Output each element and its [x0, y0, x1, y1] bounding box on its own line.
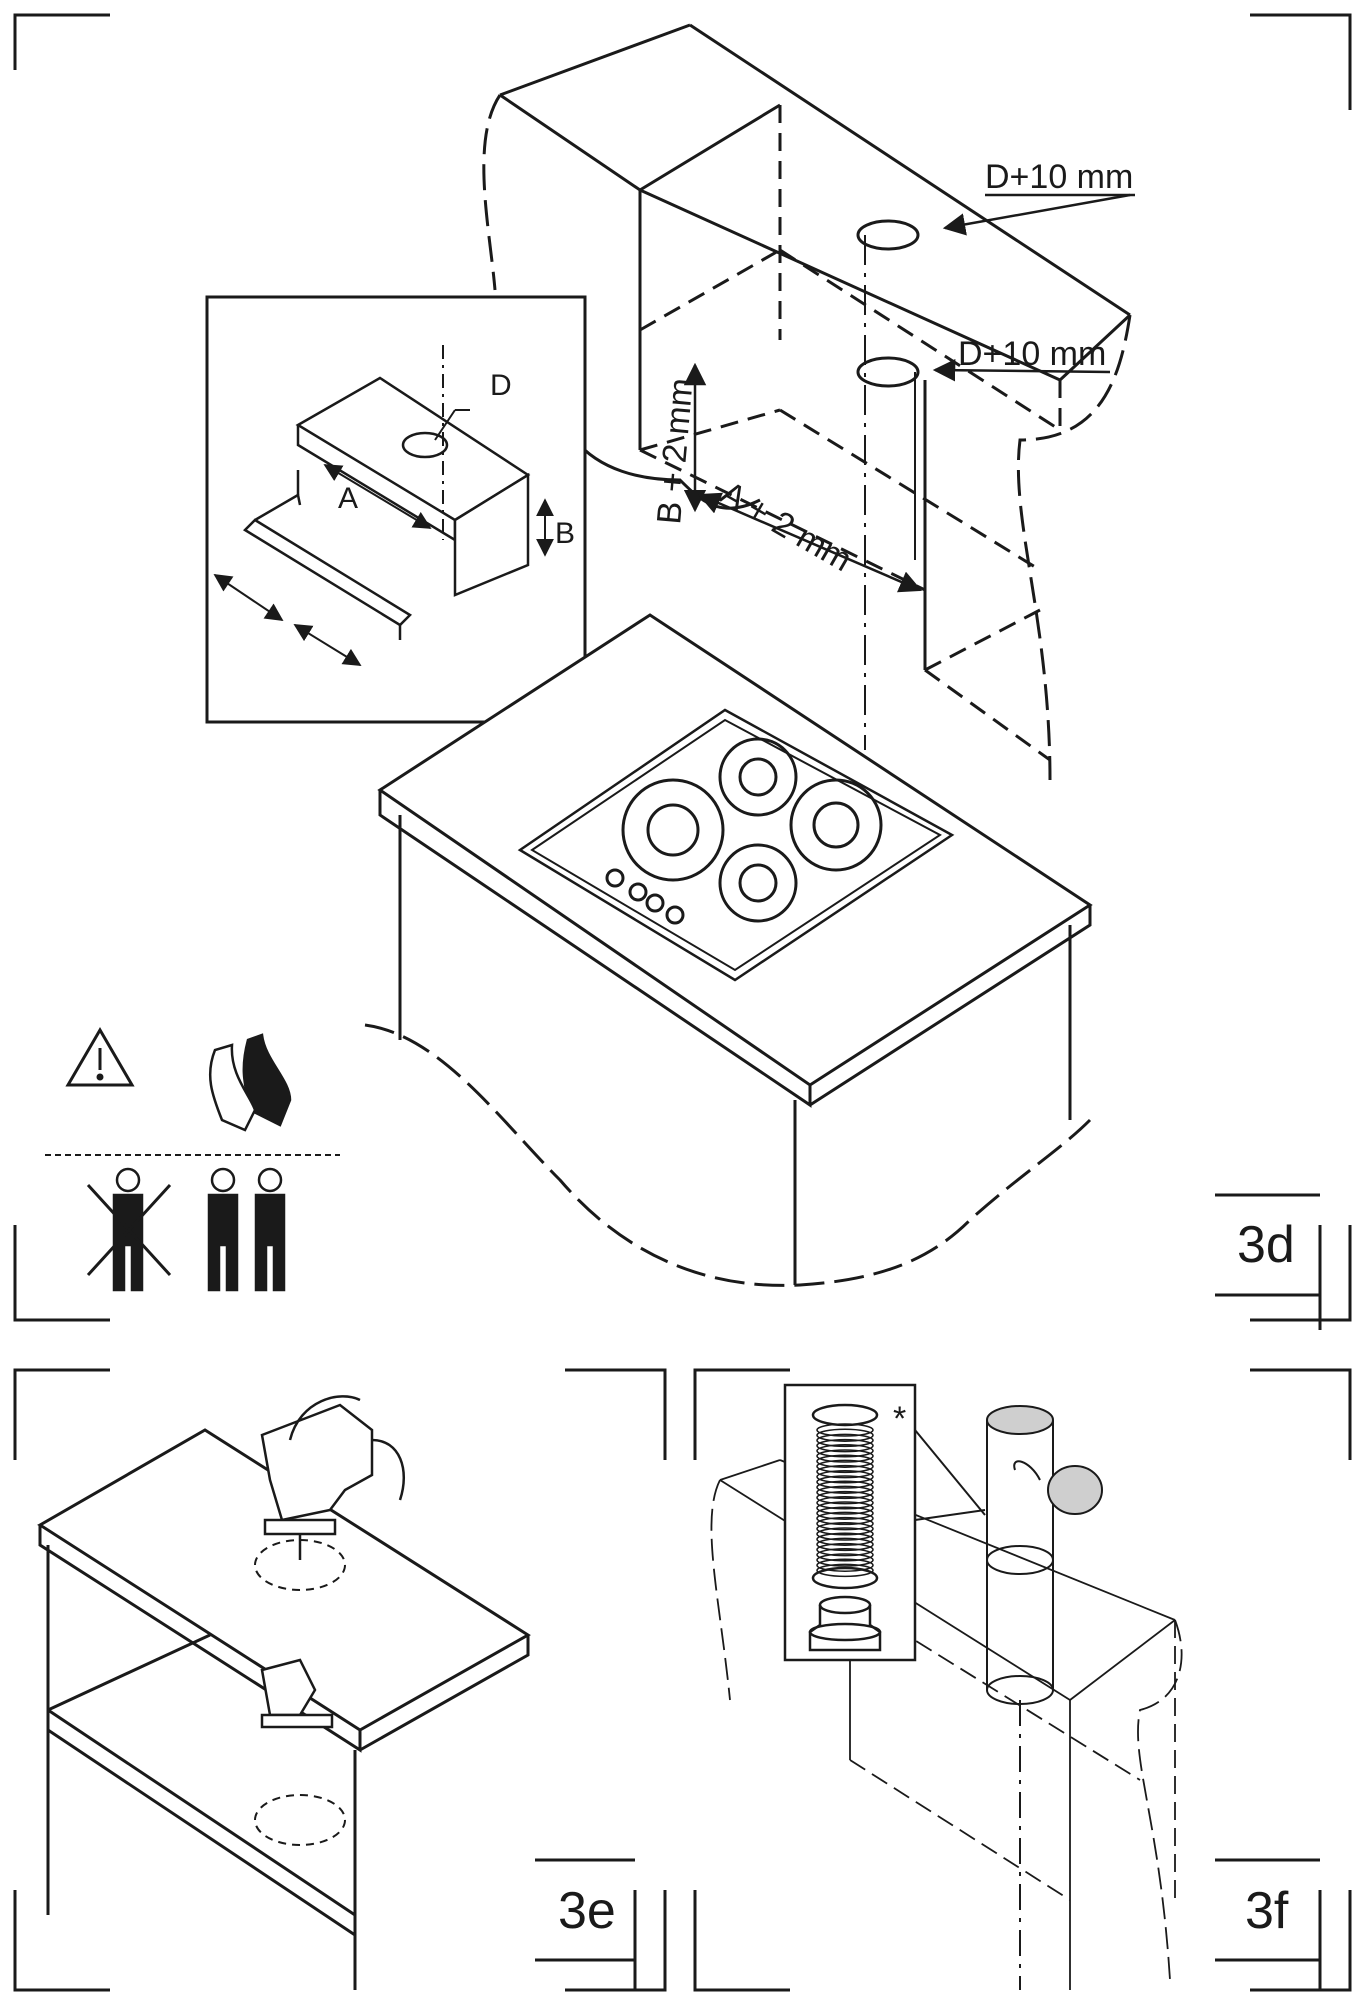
duct-ring — [816, 1522, 874, 1536]
duct-ring — [816, 1542, 874, 1557]
corner-marks-3d — [13, 13, 1352, 1322]
duct-ring — [816, 1558, 874, 1572]
duct-ring — [816, 1511, 874, 1526]
two-installers-icon — [207, 1167, 286, 1292]
duct-ring — [816, 1428, 874, 1442]
detail-label-b: B — [555, 517, 575, 550]
kit-marker: * — [893, 1400, 906, 1438]
dimension-width: A + 2 mm — [714, 474, 858, 579]
duct-ring — [816, 1490, 874, 1505]
warning-icon — [65, 1027, 135, 1087]
duct-adapter-icon — [808, 1595, 882, 1652]
duct-ring — [816, 1553, 874, 1567]
duct-ring — [816, 1454, 874, 1468]
hose-clamp-icon — [811, 1403, 879, 1590]
duct-ring — [816, 1506, 874, 1520]
single-installer-prohibited-icon — [86, 1167, 172, 1292]
figure-label-3f-frame — [1215, 1858, 1322, 1990]
figure-label-3d: 3d — [1237, 1216, 1295, 1274]
figure-label-3e: 3e — [558, 1882, 616, 1940]
panel-3e — [13, 1368, 667, 1992]
dimension-height: B + 2 mm — [650, 377, 701, 526]
duct-ring — [816, 1548, 874, 1562]
dimension-hole-upper: D+10 mm — [985, 158, 1133, 196]
duct-ring — [816, 1527, 874, 1541]
duct-ring — [816, 1433, 874, 1448]
detail-label-d: D — [490, 369, 512, 402]
jigsaw-icon — [260, 1395, 405, 1729]
duct-ring — [816, 1480, 874, 1494]
figure-label-3d-frame — [1215, 1193, 1322, 1330]
duct-ring — [816, 1438, 874, 1453]
corner-marks-3e — [13, 1368, 667, 1992]
duct-ring — [816, 1516, 874, 1531]
duct-ring — [816, 1464, 874, 1479]
duct-ring — [816, 1485, 874, 1500]
duct-ring — [816, 1459, 874, 1474]
gloves-icon — [208, 1033, 292, 1132]
figure-label-3f: 3f — [1245, 1882, 1289, 1940]
detail-inset — [205, 295, 587, 724]
accessory-inset — [783, 1383, 986, 1662]
dimension-hole-lower: D+10 mm — [958, 335, 1106, 373]
figure-label-3e-frame — [535, 1858, 637, 1990]
flexible-duct-icon — [816, 1423, 874, 1578]
duct-ring — [816, 1496, 874, 1510]
base-cabinet — [364, 613, 1093, 1287]
dimension-lines — [683, 193, 1135, 593]
duct-ring — [816, 1470, 874, 1484]
duct-ring — [816, 1501, 874, 1515]
duct-ring — [816, 1563, 874, 1578]
worktop-table — [37, 1428, 531, 1990]
duct-ring — [816, 1532, 874, 1546]
corner-marks-3f — [693, 1368, 1352, 1992]
duct-pipe — [986, 1405, 1103, 1990]
wall-cabinet-ghost — [710, 1459, 1183, 1990]
panel-3f — [693, 1368, 1352, 1992]
duct-ring — [816, 1423, 874, 1437]
duct-ring — [816, 1537, 874, 1552]
duct-ring — [816, 1475, 874, 1489]
detail-label-a: A — [338, 482, 358, 515]
panel-3d — [13, 13, 1352, 1322]
duct-ring — [816, 1444, 874, 1458]
duct-ring — [816, 1449, 874, 1463]
